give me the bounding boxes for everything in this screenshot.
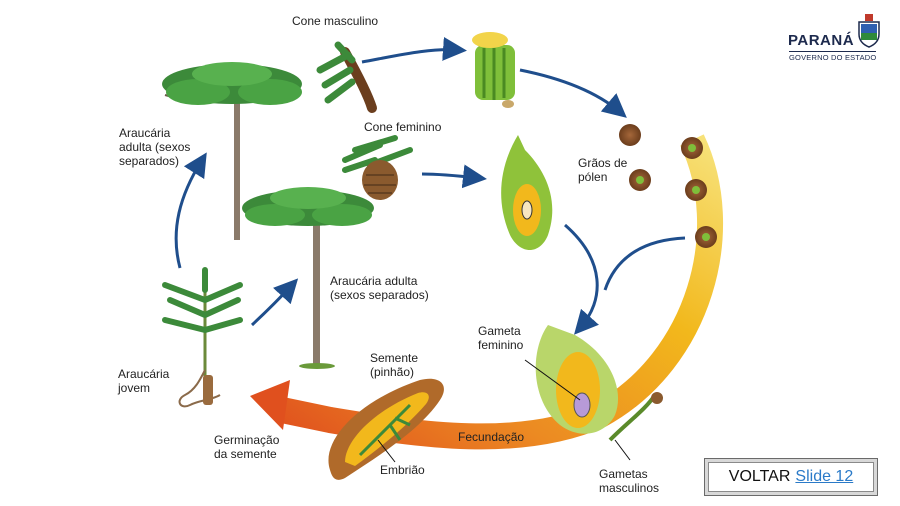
- female-cone-icon: [342, 135, 413, 200]
- label-araucaria-adulta-mid: Araucária adulta (sexos separados): [330, 274, 429, 302]
- seed-pinhao-icon: [328, 378, 444, 480]
- pollen-grains-icon: [619, 124, 717, 248]
- parana-logo: PARANÁ GOVERNO DO ESTADO: [788, 14, 888, 64]
- logo-subtitle: GOVERNO DO ESTADO: [789, 51, 877, 62]
- arrow-cone-to-ovule: [421, 164, 487, 189]
- label-fecundacao: Fecundação: [458, 430, 525, 444]
- arrow-to-pollen: [519, 68, 627, 118]
- young-araucaria-icon: [162, 267, 243, 408]
- arrow-cone-to-microsporangium: [361, 36, 467, 64]
- coat-of-arms-icon: [858, 14, 880, 48]
- arrow-young-to-adult: [250, 278, 299, 327]
- adult-araucaria-top-icon: [162, 62, 302, 240]
- label-graos-polen: Grãos de pólen: [578, 156, 628, 184]
- microsporangium-icon: [472, 32, 515, 108]
- label-cone-masculino: Cone masculino: [292, 14, 379, 28]
- voltar-label: VOLTAR: [728, 468, 791, 485]
- arrow-young-to-adult-top: [174, 152, 207, 269]
- label-embriao: Embrião: [380, 463, 425, 477]
- label-araucaria-jovem: Araucária jovem: [118, 367, 170, 395]
- female-gamete-icon: [524, 325, 663, 461]
- label-araucaria-adulta-top: Araucária adulta (sexos separados): [119, 126, 191, 168]
- logo-title: PARANÁ: [788, 32, 855, 49]
- label-gameta-feminino: Gameta feminino: [478, 324, 524, 352]
- label-gametas-masculinos: Gametas masculinos: [599, 467, 660, 495]
- label-germinacao: Germinação da semente: [214, 433, 280, 461]
- slide-12-link[interactable]: Slide 12: [795, 468, 854, 485]
- ovule-icon: [501, 135, 553, 250]
- arrow-pollen-to-gamete: [603, 236, 686, 291]
- voltar-button[interactable]: VOLTAR Slide 12: [704, 458, 878, 496]
- label-cone-feminino: Cone feminino: [364, 120, 442, 134]
- cycle-arrowhead: [250, 380, 290, 430]
- male-cone-icon: [316, 41, 377, 113]
- adult-araucaria-mid-icon: [242, 187, 374, 369]
- arrow-ovule-to-gamete: [564, 223, 599, 335]
- label-semente: Semente (pinhão): [370, 351, 419, 379]
